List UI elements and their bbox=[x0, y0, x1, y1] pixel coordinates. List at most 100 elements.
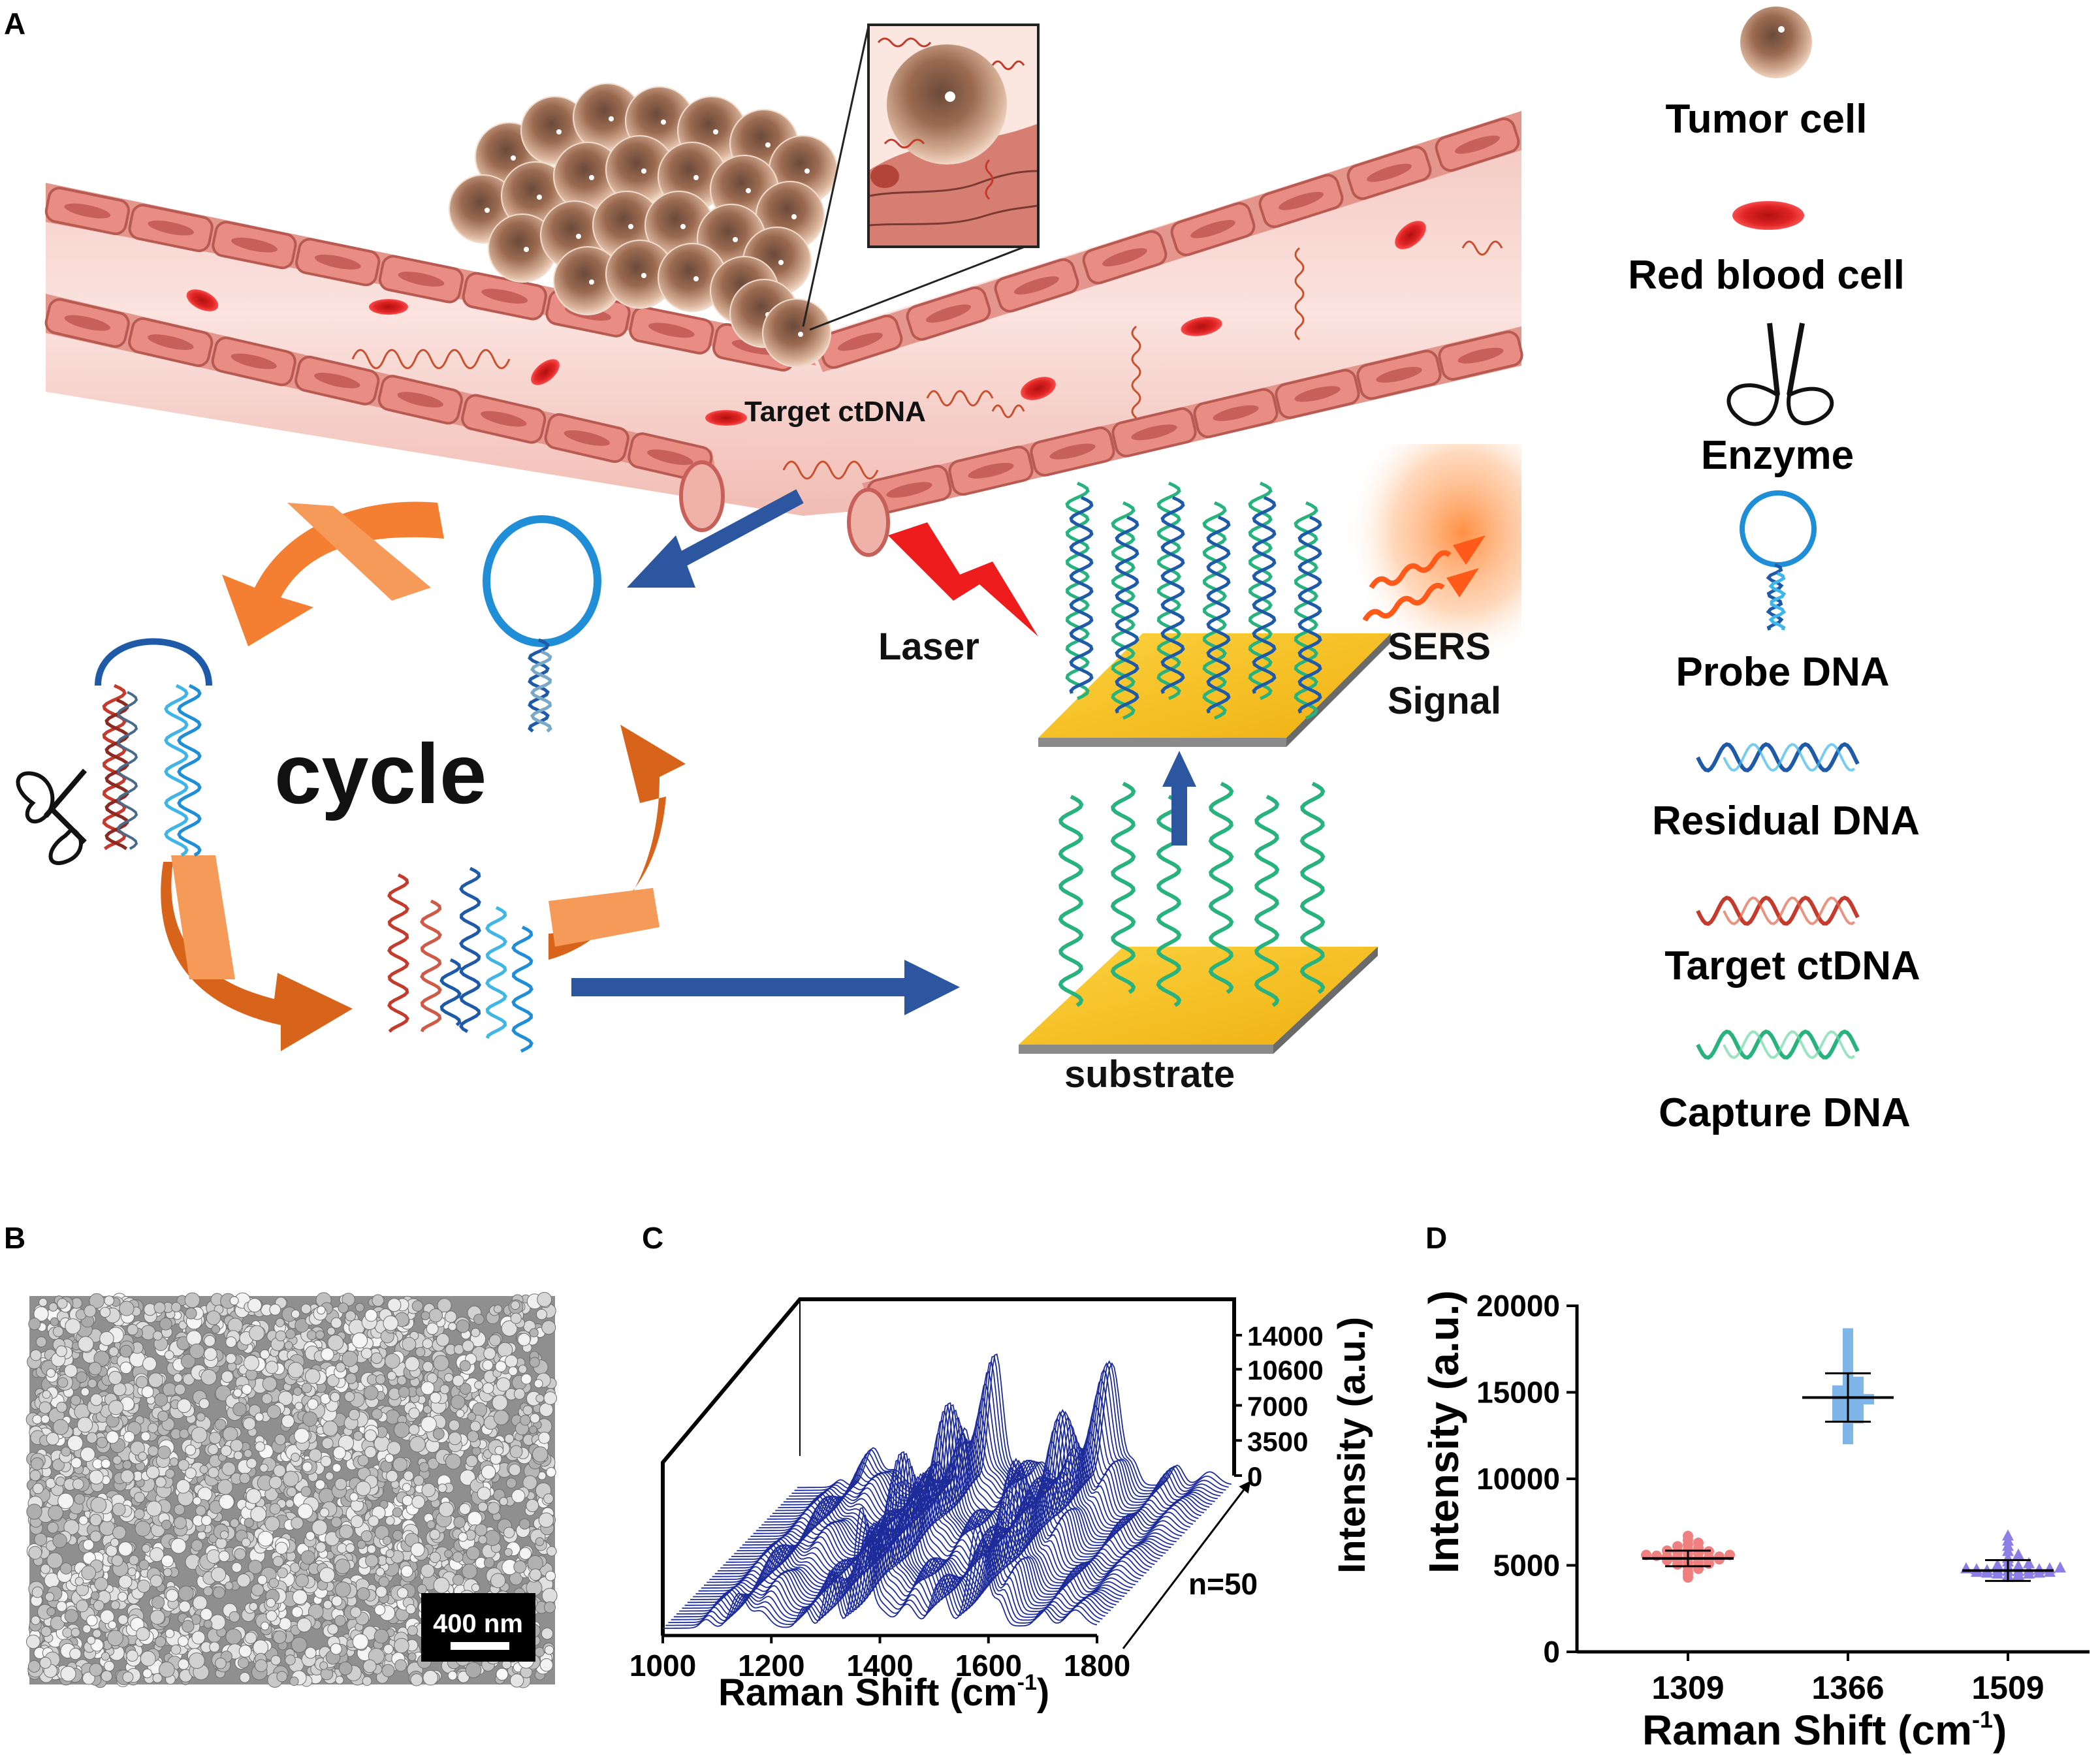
dna-strand bbox=[177, 684, 202, 857]
vessel-wall-cell bbox=[867, 465, 952, 515]
vessel-wall-cell bbox=[1258, 174, 1344, 229]
c-zlabel: Intensity (a.u.) bbox=[1331, 1317, 1373, 1573]
tumor-cell-icon bbox=[1740, 7, 1812, 78]
vessel-wall-cell bbox=[295, 238, 381, 287]
laser-bolt-icon bbox=[888, 522, 1038, 637]
d-point bbox=[1843, 1328, 1853, 1339]
c-spectrum-line bbox=[725, 1487, 1160, 1563]
c-spectrum-line bbox=[687, 1502, 1122, 1604]
released-dna-fragments bbox=[387, 866, 533, 1053]
d-y-tick-label: 0 bbox=[1543, 1635, 1560, 1669]
d-point bbox=[2002, 1529, 2014, 1541]
d-y-tick-label: 15000 bbox=[1476, 1376, 1560, 1410]
capture-dna bbox=[1299, 782, 1326, 994]
substrate-label: substrate bbox=[1064, 1053, 1235, 1096]
sers-label-1: SERS bbox=[1388, 625, 1491, 668]
vessel-end-left bbox=[679, 460, 725, 532]
c-spectrum-line bbox=[783, 1391, 1218, 1503]
d-x-tick-label: 1366 bbox=[1811, 1669, 1884, 1706]
c-spectrum-line bbox=[693, 1476, 1128, 1598]
c-spectrum-line bbox=[734, 1453, 1169, 1555]
wave-blue-icon bbox=[1696, 742, 1860, 773]
capture-dna bbox=[1208, 782, 1234, 994]
dna-strand bbox=[530, 650, 552, 733]
dna-strand bbox=[104, 698, 129, 851]
c-x-tick-label: 1200 bbox=[738, 1649, 804, 1683]
dna-fragment bbox=[511, 925, 533, 1053]
c-spectrum-line bbox=[775, 1431, 1210, 1511]
c-z-tick-label: 3500 bbox=[1247, 1426, 1308, 1457]
c-x-tick-label: 1400 bbox=[846, 1649, 913, 1683]
d-point bbox=[1864, 1394, 1874, 1405]
d-point bbox=[2013, 1559, 2024, 1571]
d-x-tick-label: 1309 bbox=[1651, 1669, 1724, 1706]
vessel-wall-cell bbox=[128, 317, 214, 368]
vessel-wall-cell bbox=[44, 187, 130, 236]
substrate-bottom bbox=[1019, 782, 1378, 1054]
red-blood-cells bbox=[186, 221, 1426, 426]
dna-strand bbox=[102, 684, 127, 851]
vessel-wall-cell bbox=[994, 258, 1079, 313]
n-label: n=50 bbox=[1188, 1567, 1258, 1601]
capture-dna bbox=[1254, 795, 1280, 1007]
c-spectrum-line bbox=[665, 1514, 1100, 1626]
d-xlabel: Raman Shift (cm-1) bbox=[1642, 1706, 2007, 1754]
residual-dna bbox=[1069, 496, 1094, 694]
sers-label-2: Signal bbox=[1388, 680, 1501, 722]
vessel-wall-cell bbox=[1356, 349, 1442, 400]
d-point bbox=[1843, 1357, 1853, 1368]
ctdna-fragments bbox=[351, 240, 1503, 480]
vessel-end-right bbox=[847, 488, 890, 557]
d-point bbox=[1832, 1385, 1843, 1396]
blood-vessel bbox=[44, 111, 1523, 516]
legend-label: Red blood cell bbox=[1628, 253, 1905, 298]
dna-fragment bbox=[485, 906, 507, 1039]
sers-signal bbox=[1326, 444, 1521, 666]
scale-bar-label: 400 nm bbox=[433, 1609, 523, 1638]
tumor-cell bbox=[762, 298, 831, 368]
c-spectrum-line bbox=[772, 1438, 1207, 1514]
vessel-wall-cell bbox=[1193, 388, 1279, 439]
vessel-wall-cell bbox=[1111, 407, 1197, 458]
vessel-wall-cell bbox=[1346, 146, 1432, 200]
c-spectrum-line bbox=[682, 1528, 1117, 1609]
c-depth-arrow bbox=[1122, 1480, 1251, 1649]
capture-dna bbox=[1294, 501, 1318, 720]
vessel-wall-cell bbox=[948, 445, 1034, 496]
hairpin-probe-icon bbox=[1740, 490, 1817, 631]
dna-strand bbox=[1766, 563, 1784, 631]
capture-dna bbox=[1111, 501, 1136, 720]
dna-strand bbox=[1768, 571, 1787, 631]
panel-letter-c: C bbox=[642, 1221, 663, 1255]
panel-a: A bbox=[4, 7, 1920, 1135]
d-point bbox=[1832, 1402, 1843, 1414]
c-xlabel: Raman Shift (cm-1) bbox=[718, 1670, 1049, 1714]
probe-dna-hairpin bbox=[483, 515, 601, 733]
capture-dna bbox=[1065, 481, 1090, 701]
vessel-wall-cell bbox=[1438, 330, 1523, 381]
c-spectrum-line bbox=[684, 1517, 1119, 1606]
d-point bbox=[1992, 1558, 2003, 1570]
c-x-tick-label: 1000 bbox=[629, 1649, 696, 1683]
vessel-wall-cell bbox=[211, 336, 296, 387]
vessel-wall-cell bbox=[44, 298, 130, 348]
vessel-wall-cell bbox=[212, 221, 297, 270]
wave-green-icon bbox=[1696, 1029, 1860, 1060]
c-spectrum-line bbox=[742, 1417, 1177, 1546]
vessel-wall-cell bbox=[377, 375, 463, 425]
c-x-tick-label: 1800 bbox=[1064, 1649, 1130, 1683]
c-spectrum-line bbox=[739, 1427, 1174, 1549]
d-point bbox=[2013, 1548, 2024, 1560]
c-spectrum-line bbox=[668, 1523, 1103, 1623]
cycle-label: cycle bbox=[274, 726, 486, 821]
vessel-wall-cell bbox=[1435, 118, 1520, 172]
c-spectrum-line bbox=[786, 1378, 1221, 1500]
legend-label: Tumor cell bbox=[1666, 97, 1868, 142]
c-spectrum-line bbox=[679, 1536, 1114, 1612]
panel-letter-b: B bbox=[4, 1221, 25, 1255]
dna-fragment bbox=[387, 873, 409, 1033]
blue-arrow-up bbox=[1162, 751, 1196, 846]
d-y-tick-label: 5000 bbox=[1493, 1549, 1560, 1583]
